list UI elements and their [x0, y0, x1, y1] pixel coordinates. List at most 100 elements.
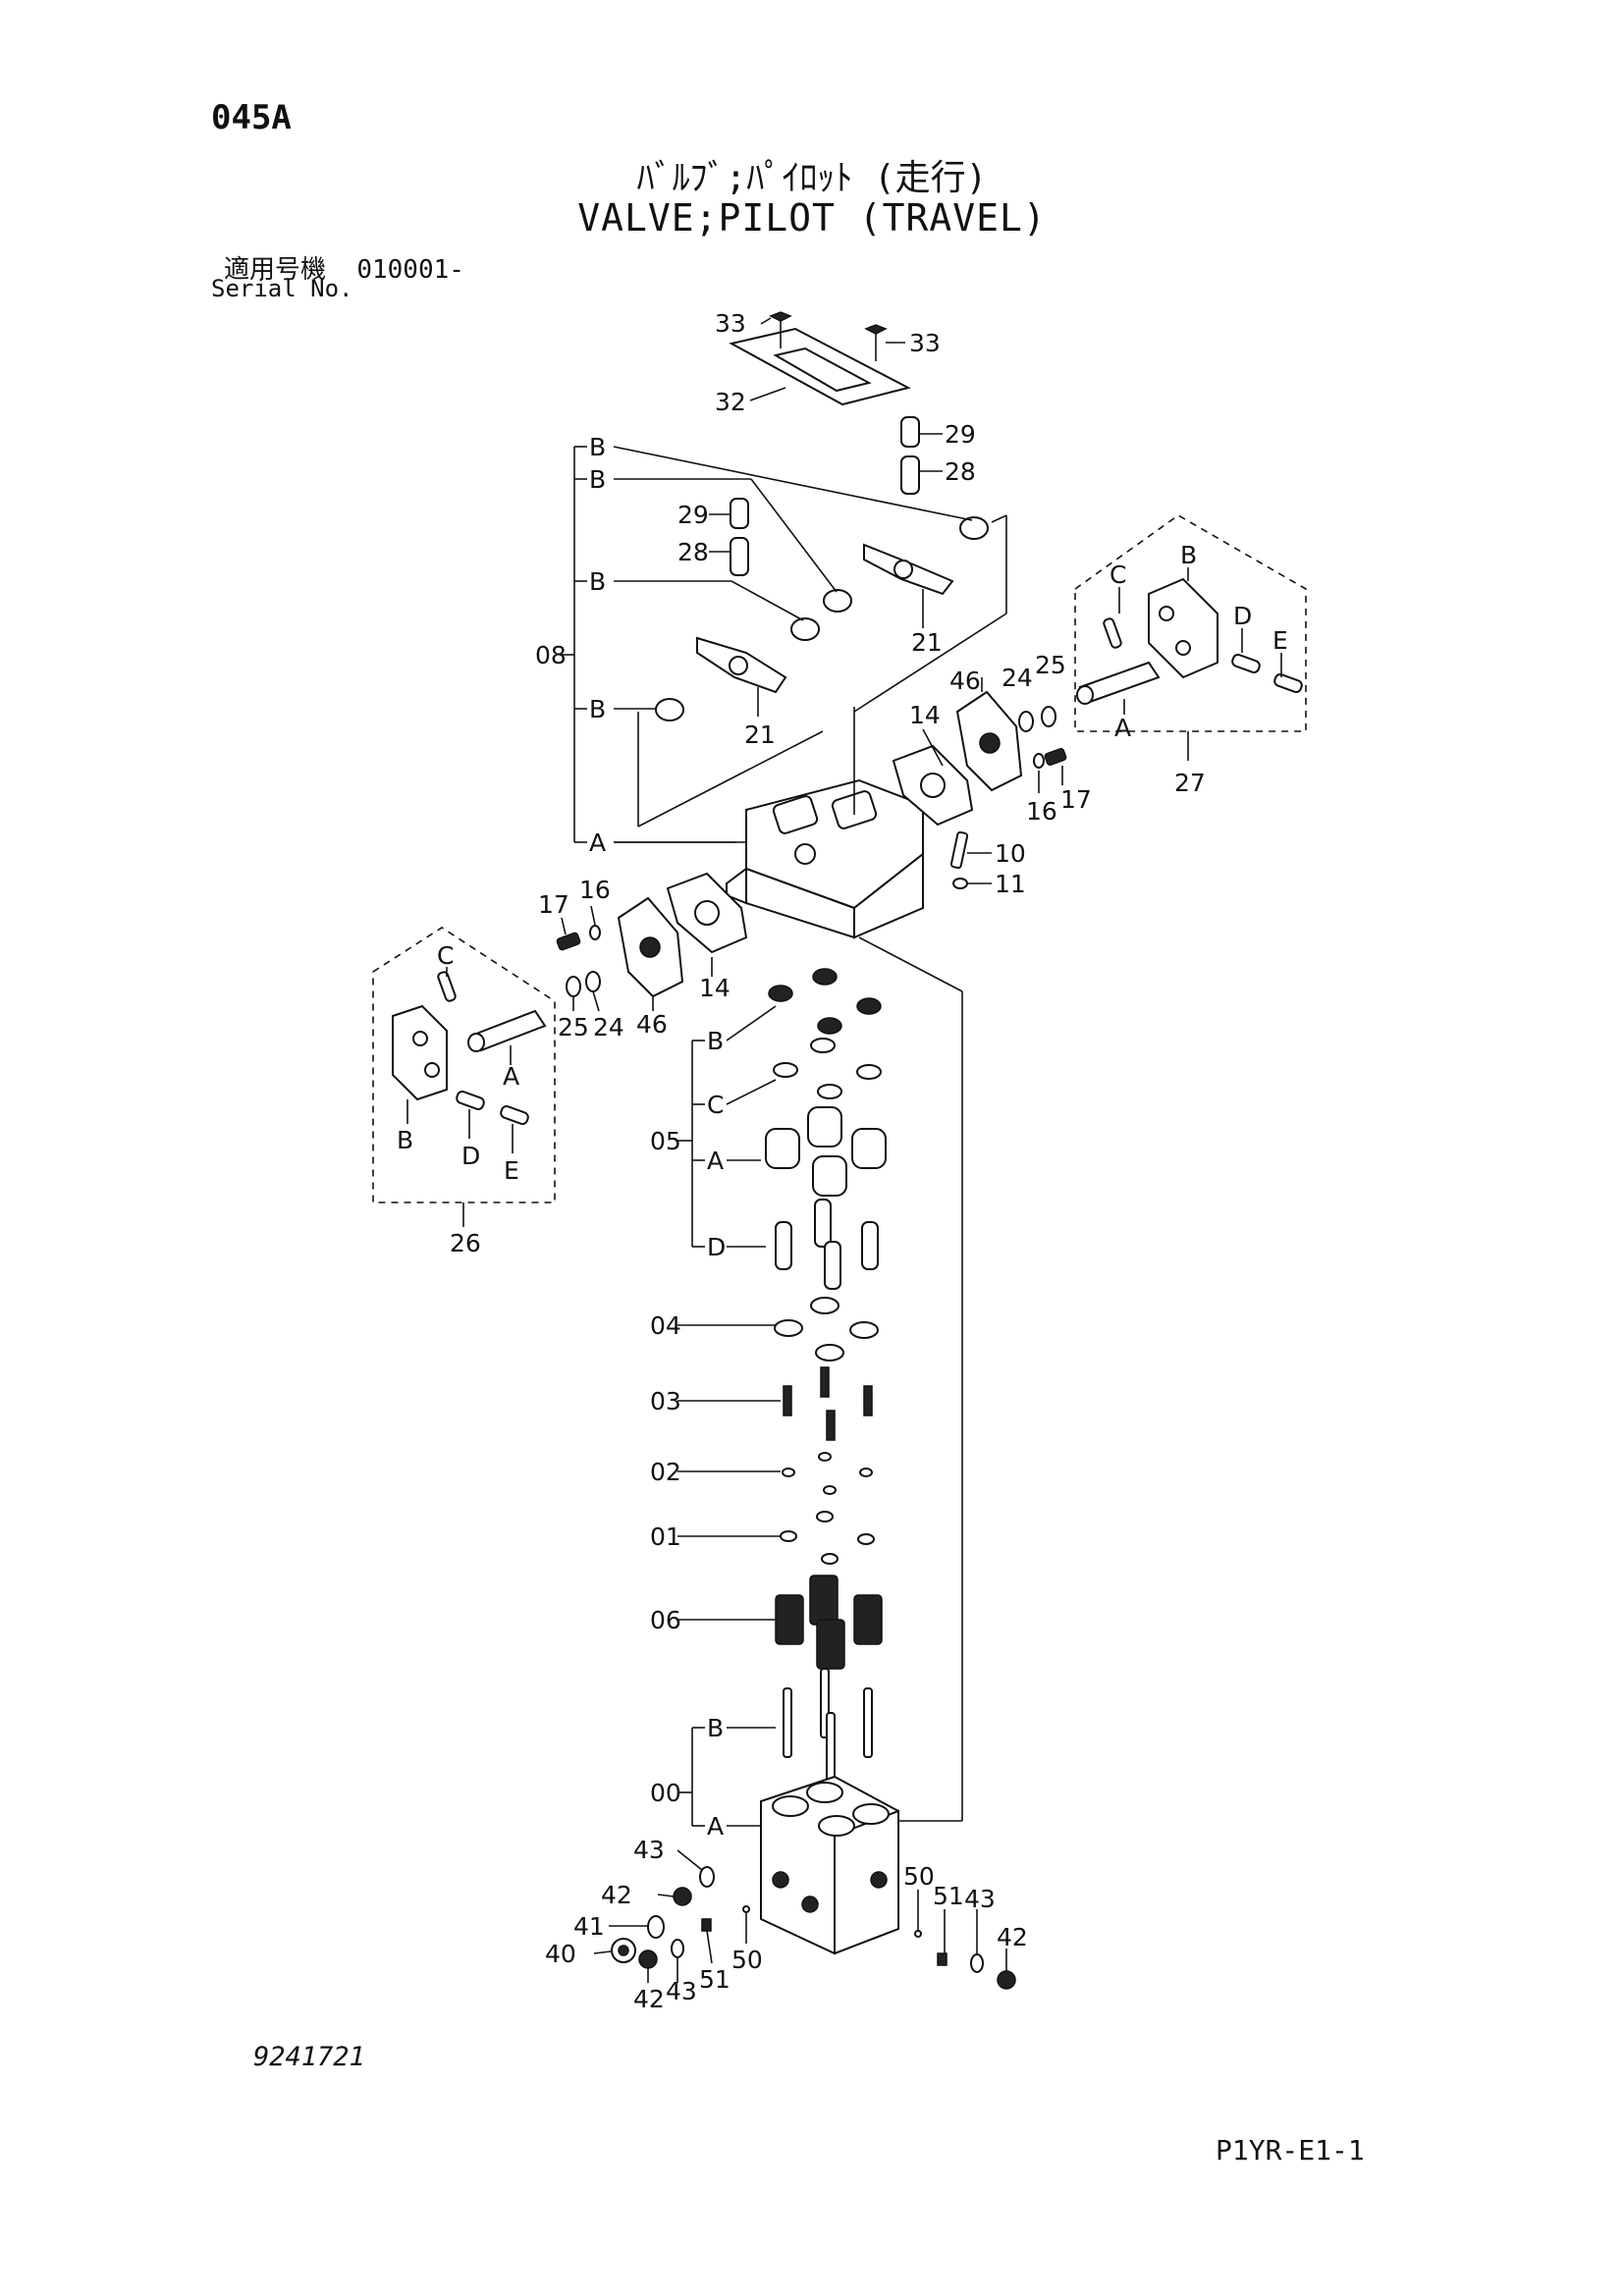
seat-01-set	[780, 1511, 875, 1565]
callout-24-right: 24	[1001, 664, 1033, 692]
pin-28-left	[730, 537, 749, 576]
ring-05c-set	[773, 1038, 882, 1099]
pin-d-left	[456, 1090, 485, 1111]
callout-01: 01	[650, 1522, 681, 1551]
callout-00: 00	[650, 1779, 681, 1807]
callout-08-b2: B	[589, 465, 606, 494]
push-rod-00b-set	[783, 1668, 873, 1783]
callout-05-b: B	[707, 1027, 724, 1055]
serial-value: 010001-	[356, 255, 464, 285]
callout-02: 02	[650, 1458, 681, 1486]
cover-46-right	[955, 690, 1023, 792]
title-english: VALVE;PILOT (TRAVEL)	[577, 196, 1047, 240]
callout-08-a: A	[589, 828, 606, 857]
cover-46-left	[617, 896, 684, 998]
callout-42-upper-left: 42	[601, 1881, 632, 1909]
screw-33-left	[769, 311, 792, 348]
oring-24-right	[1018, 711, 1034, 732]
screw-51-left	[701, 1918, 712, 1932]
bushing-b-4	[655, 698, 684, 721]
callout-11: 11	[995, 870, 1026, 898]
callout-43-right: 43	[964, 1885, 996, 1913]
washer-11	[952, 878, 968, 889]
group-27-outline	[1074, 514, 1307, 732]
spool-a-left	[467, 1009, 547, 1052]
callout-26-c: C	[437, 941, 454, 970]
washer-16-right	[1033, 753, 1045, 769]
bushing-b-2	[823, 589, 852, 613]
callout-04: 04	[650, 1311, 681, 1340]
callout-46-right: 46	[949, 667, 981, 695]
plug-40	[611, 1938, 636, 1963]
pin-e-right	[1273, 672, 1303, 694]
callout-28-left: 28	[677, 538, 709, 566]
callout-05: 05	[650, 1127, 681, 1155]
washer-02-set	[782, 1452, 873, 1495]
valve-casing	[726, 778, 924, 939]
callout-25-right: 25	[1035, 651, 1066, 679]
gasket-14-left	[666, 872, 748, 954]
callout-25-left: 25	[558, 1013, 589, 1041]
pin-e-left	[500, 1104, 529, 1126]
screw-51-right	[937, 1952, 947, 1966]
callout-27-c: C	[1110, 561, 1126, 589]
plug-42-upper-left	[673, 1887, 692, 1906]
serial-label-english: Serial No.	[211, 275, 353, 302]
pin-29-right	[900, 416, 920, 448]
ball-50-right	[914, 1930, 922, 1938]
callout-42-right: 42	[997, 1923, 1028, 1951]
callout-40: 40	[545, 1940, 576, 1968]
callout-27-a: A	[1114, 714, 1131, 742]
bushing-b-3	[790, 617, 820, 641]
callout-03: 03	[650, 1387, 681, 1415]
callout-14-right: 14	[909, 701, 941, 729]
cam-21-left	[696, 636, 787, 694]
block-b-left	[392, 1004, 448, 1101]
callout-08: 08	[535, 641, 567, 669]
callout-51-left: 51	[699, 1965, 731, 1994]
callout-27-e: E	[1272, 626, 1288, 655]
spool-05d-set	[775, 1199, 879, 1290]
callout-21-left: 21	[744, 721, 776, 749]
cam-21-right	[863, 543, 954, 596]
block-b-right	[1148, 577, 1218, 679]
drawing-number: 9241721	[253, 2042, 365, 2072]
callout-50-right: 50	[903, 1862, 935, 1891]
spring-06-set	[775, 1575, 883, 1670]
pin-c-right	[1103, 617, 1122, 649]
plug-42-lower-left	[638, 1949, 658, 1969]
callout-10: 10	[995, 839, 1026, 868]
shim-04-set	[774, 1297, 879, 1362]
callout-08-b3: B	[589, 567, 606, 596]
callout-08-b1: B	[589, 433, 606, 461]
callout-24-left: 24	[593, 1013, 624, 1041]
plug-05a-set	[765, 1106, 887, 1197]
callout-16-right: 16	[1026, 797, 1057, 826]
callout-00-b: B	[707, 1714, 724, 1742]
oring-41	[647, 1915, 665, 1939]
callout-05-c: C	[707, 1091, 724, 1119]
bolt-17-right	[1044, 748, 1067, 766]
pin-c-left	[437, 971, 457, 1002]
spool-a-right	[1076, 661, 1161, 705]
oring-24-left	[585, 971, 601, 992]
oring-25-left	[566, 976, 581, 997]
callout-21-right: 21	[911, 628, 943, 657]
spring-03-set	[783, 1366, 873, 1441]
pin-29-left	[730, 498, 749, 529]
callout-43-upper-left: 43	[633, 1836, 665, 1864]
callout-08-b4: B	[589, 695, 606, 723]
callout-05-a: A	[707, 1147, 724, 1175]
serial-label-japanese: 適用号機 010001-	[224, 249, 464, 286]
pin-28-right	[900, 455, 920, 495]
callout-17-right: 17	[1060, 785, 1092, 814]
oring-43-right	[970, 1953, 984, 1973]
callout-32: 32	[715, 388, 746, 416]
callout-29-left: 29	[677, 501, 709, 529]
callout-17-left: 17	[538, 890, 569, 919]
washer-16-left	[589, 925, 601, 940]
callout-46-left: 46	[636, 1010, 668, 1039]
callout-16-left: 16	[579, 876, 611, 904]
callout-28-right: 28	[945, 457, 976, 486]
